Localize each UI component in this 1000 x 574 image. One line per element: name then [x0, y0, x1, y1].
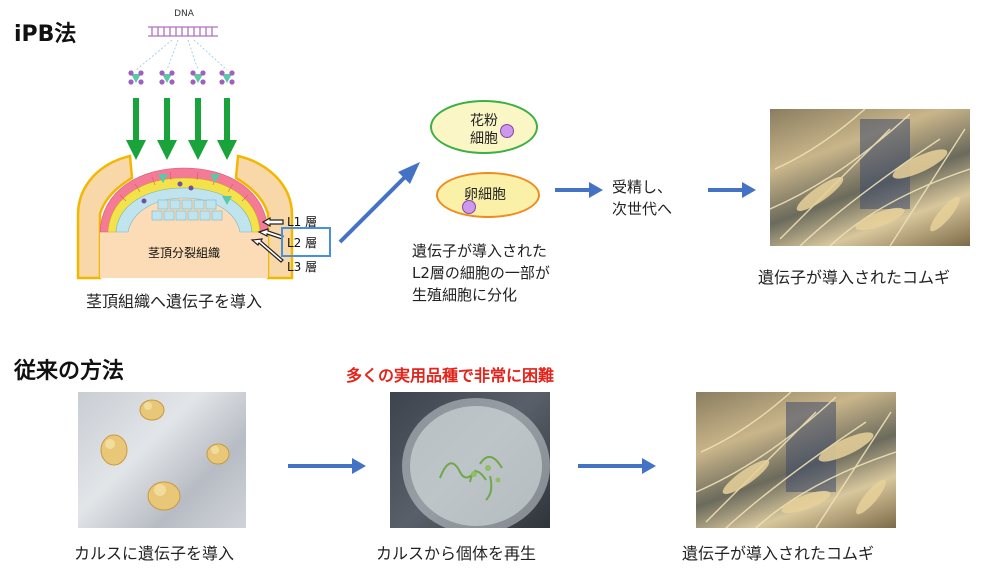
ipb-title: iPB法: [14, 22, 77, 47]
difficulty-note: 多くの実用品種で非常に困難: [346, 366, 555, 385]
layer-label-l1: L1 層: [287, 215, 317, 229]
arrow-to-regenerate: [288, 458, 366, 474]
differentiation-line-1: 遺伝子が導入された: [412, 242, 548, 260]
caption-wheat-ipb: 遺伝子が導入されたコムギ: [758, 268, 951, 287]
fertilize-text: 受精し、 次世代へ: [612, 176, 672, 220]
arrow-to-wheat-conventional: [578, 458, 656, 474]
layer-label-l3: L3 層: [287, 260, 317, 274]
layer-pointer-arrows: [250, 216, 284, 263]
caption-meristem: 茎頂組織へ遺伝子を導入: [86, 292, 263, 311]
conventional-title: 従来の方法: [14, 359, 125, 384]
wheat-photo-conventional: [696, 392, 896, 528]
wheat-photo: [770, 109, 970, 246]
dna-label: DNA: [174, 9, 195, 19]
layer-label-l2: L2 層: [287, 236, 317, 250]
arrow-to-wheat: [708, 182, 756, 198]
pollen-cell-label-2: 細胞: [470, 131, 498, 147]
diagonal-arrow: [338, 162, 420, 244]
differentiation-line-2: L2層の細胞の一部が: [412, 264, 550, 282]
pollen-cell: 花粉 細胞: [430, 100, 538, 154]
fertilize-line-1: 受精し、: [612, 178, 673, 196]
egg-cell-label: 卵細胞: [464, 187, 506, 203]
caption-wheat-conventional: 遺伝子が導入されたコムギ: [682, 544, 875, 563]
pollen-cell-label-1: 花粉: [470, 113, 498, 129]
egg-cell: 卵細胞: [436, 172, 540, 218]
arrow-to-fertilize: [555, 182, 603, 198]
meristem-diagram: DNA: [76, 9, 331, 280]
fertilize-line-2: 次世代へ: [612, 200, 673, 218]
gene-particle-icon: [128, 70, 235, 85]
meristem-label: 茎頂分裂組織: [148, 246, 220, 260]
egg-nucleus: [462, 200, 476, 214]
differentiation-text: 遺伝子が導入された L2層の細胞の一部が 生殖細胞に分化: [412, 240, 550, 306]
differentiation-line-3: 生殖細胞に分化: [412, 286, 518, 304]
regeneration-photo: [390, 392, 550, 528]
pollen-nucleus: [500, 124, 514, 138]
l2-highlight-box: [281, 227, 331, 257]
dna-icon: [148, 26, 218, 37]
caption-callus: カルスに遺伝子を導入: [74, 544, 235, 563]
bombardment-arrows: [126, 98, 237, 160]
callus-photo: [78, 392, 246, 528]
caption-regenerate: カルスから個体を再生: [376, 544, 537, 563]
